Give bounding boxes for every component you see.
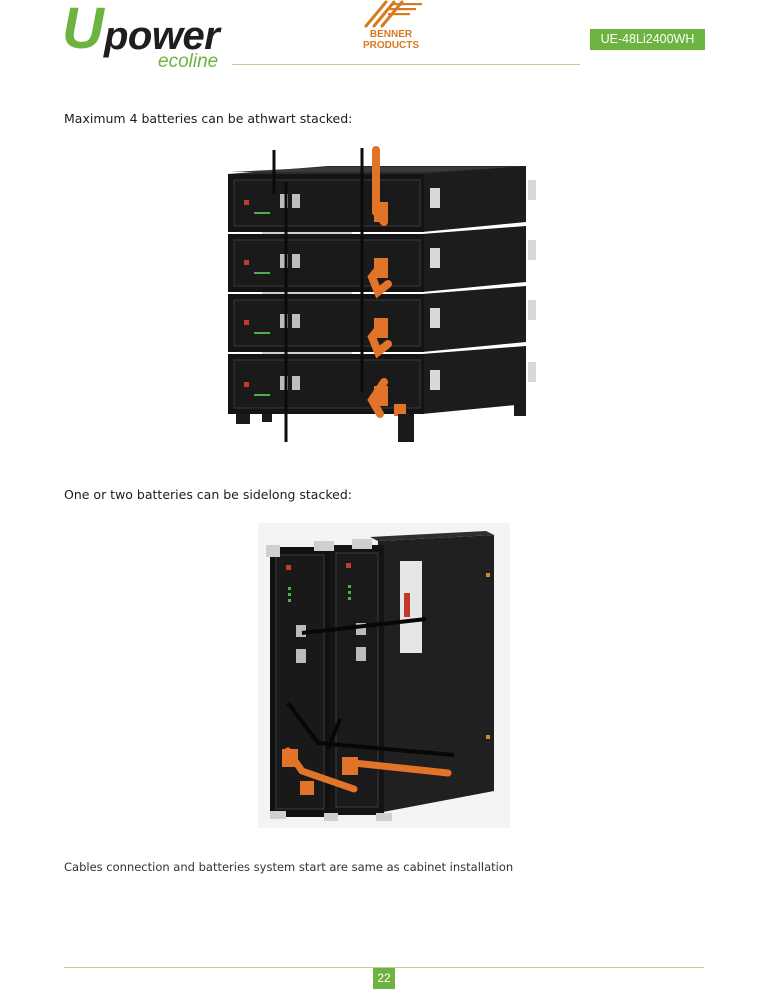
logo-subline: ecoline [158,51,219,72]
footer-rule [64,967,704,968]
benner-line-1: BENNER [369,29,413,40]
athwart-stack-photo [228,146,536,442]
battery-module-1 [228,166,526,232]
logo-wordmark: power [104,14,220,58]
page-number: 22 [373,968,395,989]
model-badge: UE-48Li2400WH [590,29,705,50]
benner-products-text: BENNER PRODUCTS [346,29,436,51]
benner-line-2: PRODUCTS [362,40,420,51]
benner-products-logo-icon [364,0,422,28]
paragraph-sidelong-stacked: One or two batteries can be sidelong sta… [64,487,352,502]
header-rule [232,64,580,65]
paragraph-athwart-stacked: Maximum 4 batteries can be athwart stack… [64,111,353,126]
paragraph-cables-note: Cables connection and batteries system s… [64,860,514,874]
sidelong-stack-photo [266,531,494,821]
battery-module-4 [228,346,526,414]
logo-mark: U [62,0,104,61]
